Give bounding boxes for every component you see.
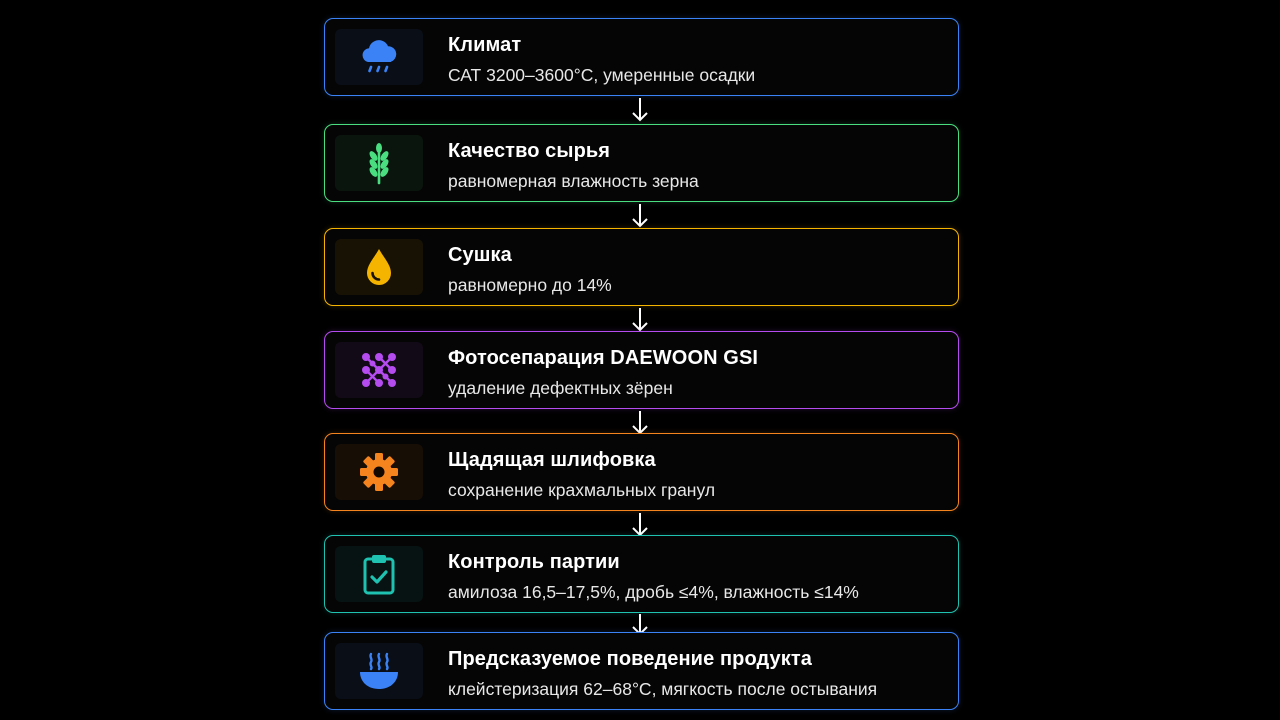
step-description: равномерно до 14% — [448, 275, 612, 295]
step-description: клейстеризация 62–68°С, мягкость после о… — [448, 679, 878, 699]
step-climate: Климат САТ 3200–3600°С, умеренные осадки — [324, 18, 959, 96]
step-description: САТ 3200–3600°С, умеренные осадки — [448, 65, 756, 85]
step-title: Климат — [448, 34, 522, 56]
arrow-down-icon — [630, 96, 650, 124]
step-drying: Сушка равномерно до 14% — [324, 228, 959, 306]
dot-matrix-icon — [335, 342, 423, 398]
process-flow: Климат САТ 3200–3600°С, умеренные осадки… — [324, 18, 959, 712]
step-batch-control: Контроль партии амилоза 16,5–17,5%, дроб… — [324, 535, 959, 613]
step-description: амилоза 16,5–17,5%, дробь ≤4%, влажность… — [448, 582, 859, 602]
step-title: Качество сырья — [448, 140, 611, 162]
step-description: удаление дефектных зёрен — [448, 378, 673, 398]
step-title: Контроль партии — [448, 551, 620, 573]
cloud-rain-icon — [335, 29, 423, 85]
step-raw-quality: Качество сырья равномерная влажность зер… — [324, 124, 959, 202]
step-title: Сушка — [448, 244, 512, 266]
clipboard-check-icon — [335, 546, 423, 602]
wheat-icon — [335, 135, 423, 191]
step-predictable-behavior: Предсказуемое поведение продукта клейсте… — [324, 632, 959, 710]
step-gentle-polishing: Щадящая шлифовка сохранение крахмальных … — [324, 433, 959, 511]
gear-icon — [335, 444, 423, 500]
step-photo-separation: Фотосепарация DAEWOON GSI удаление дефек… — [324, 331, 959, 409]
step-title: Фотосепарация DAEWOON GSI — [448, 347, 759, 369]
step-title: Щадящая шлифовка — [448, 449, 656, 471]
arrow-down-icon — [630, 202, 650, 230]
step-description: сохранение крахмальных гранул — [448, 480, 716, 500]
arrow-down-icon — [630, 306, 650, 334]
step-description: равномерная влажность зерна — [448, 171, 699, 191]
step-title: Предсказуемое поведение продукта — [448, 648, 813, 670]
drop-icon — [335, 239, 423, 295]
steaming-bowl-icon — [335, 643, 423, 699]
